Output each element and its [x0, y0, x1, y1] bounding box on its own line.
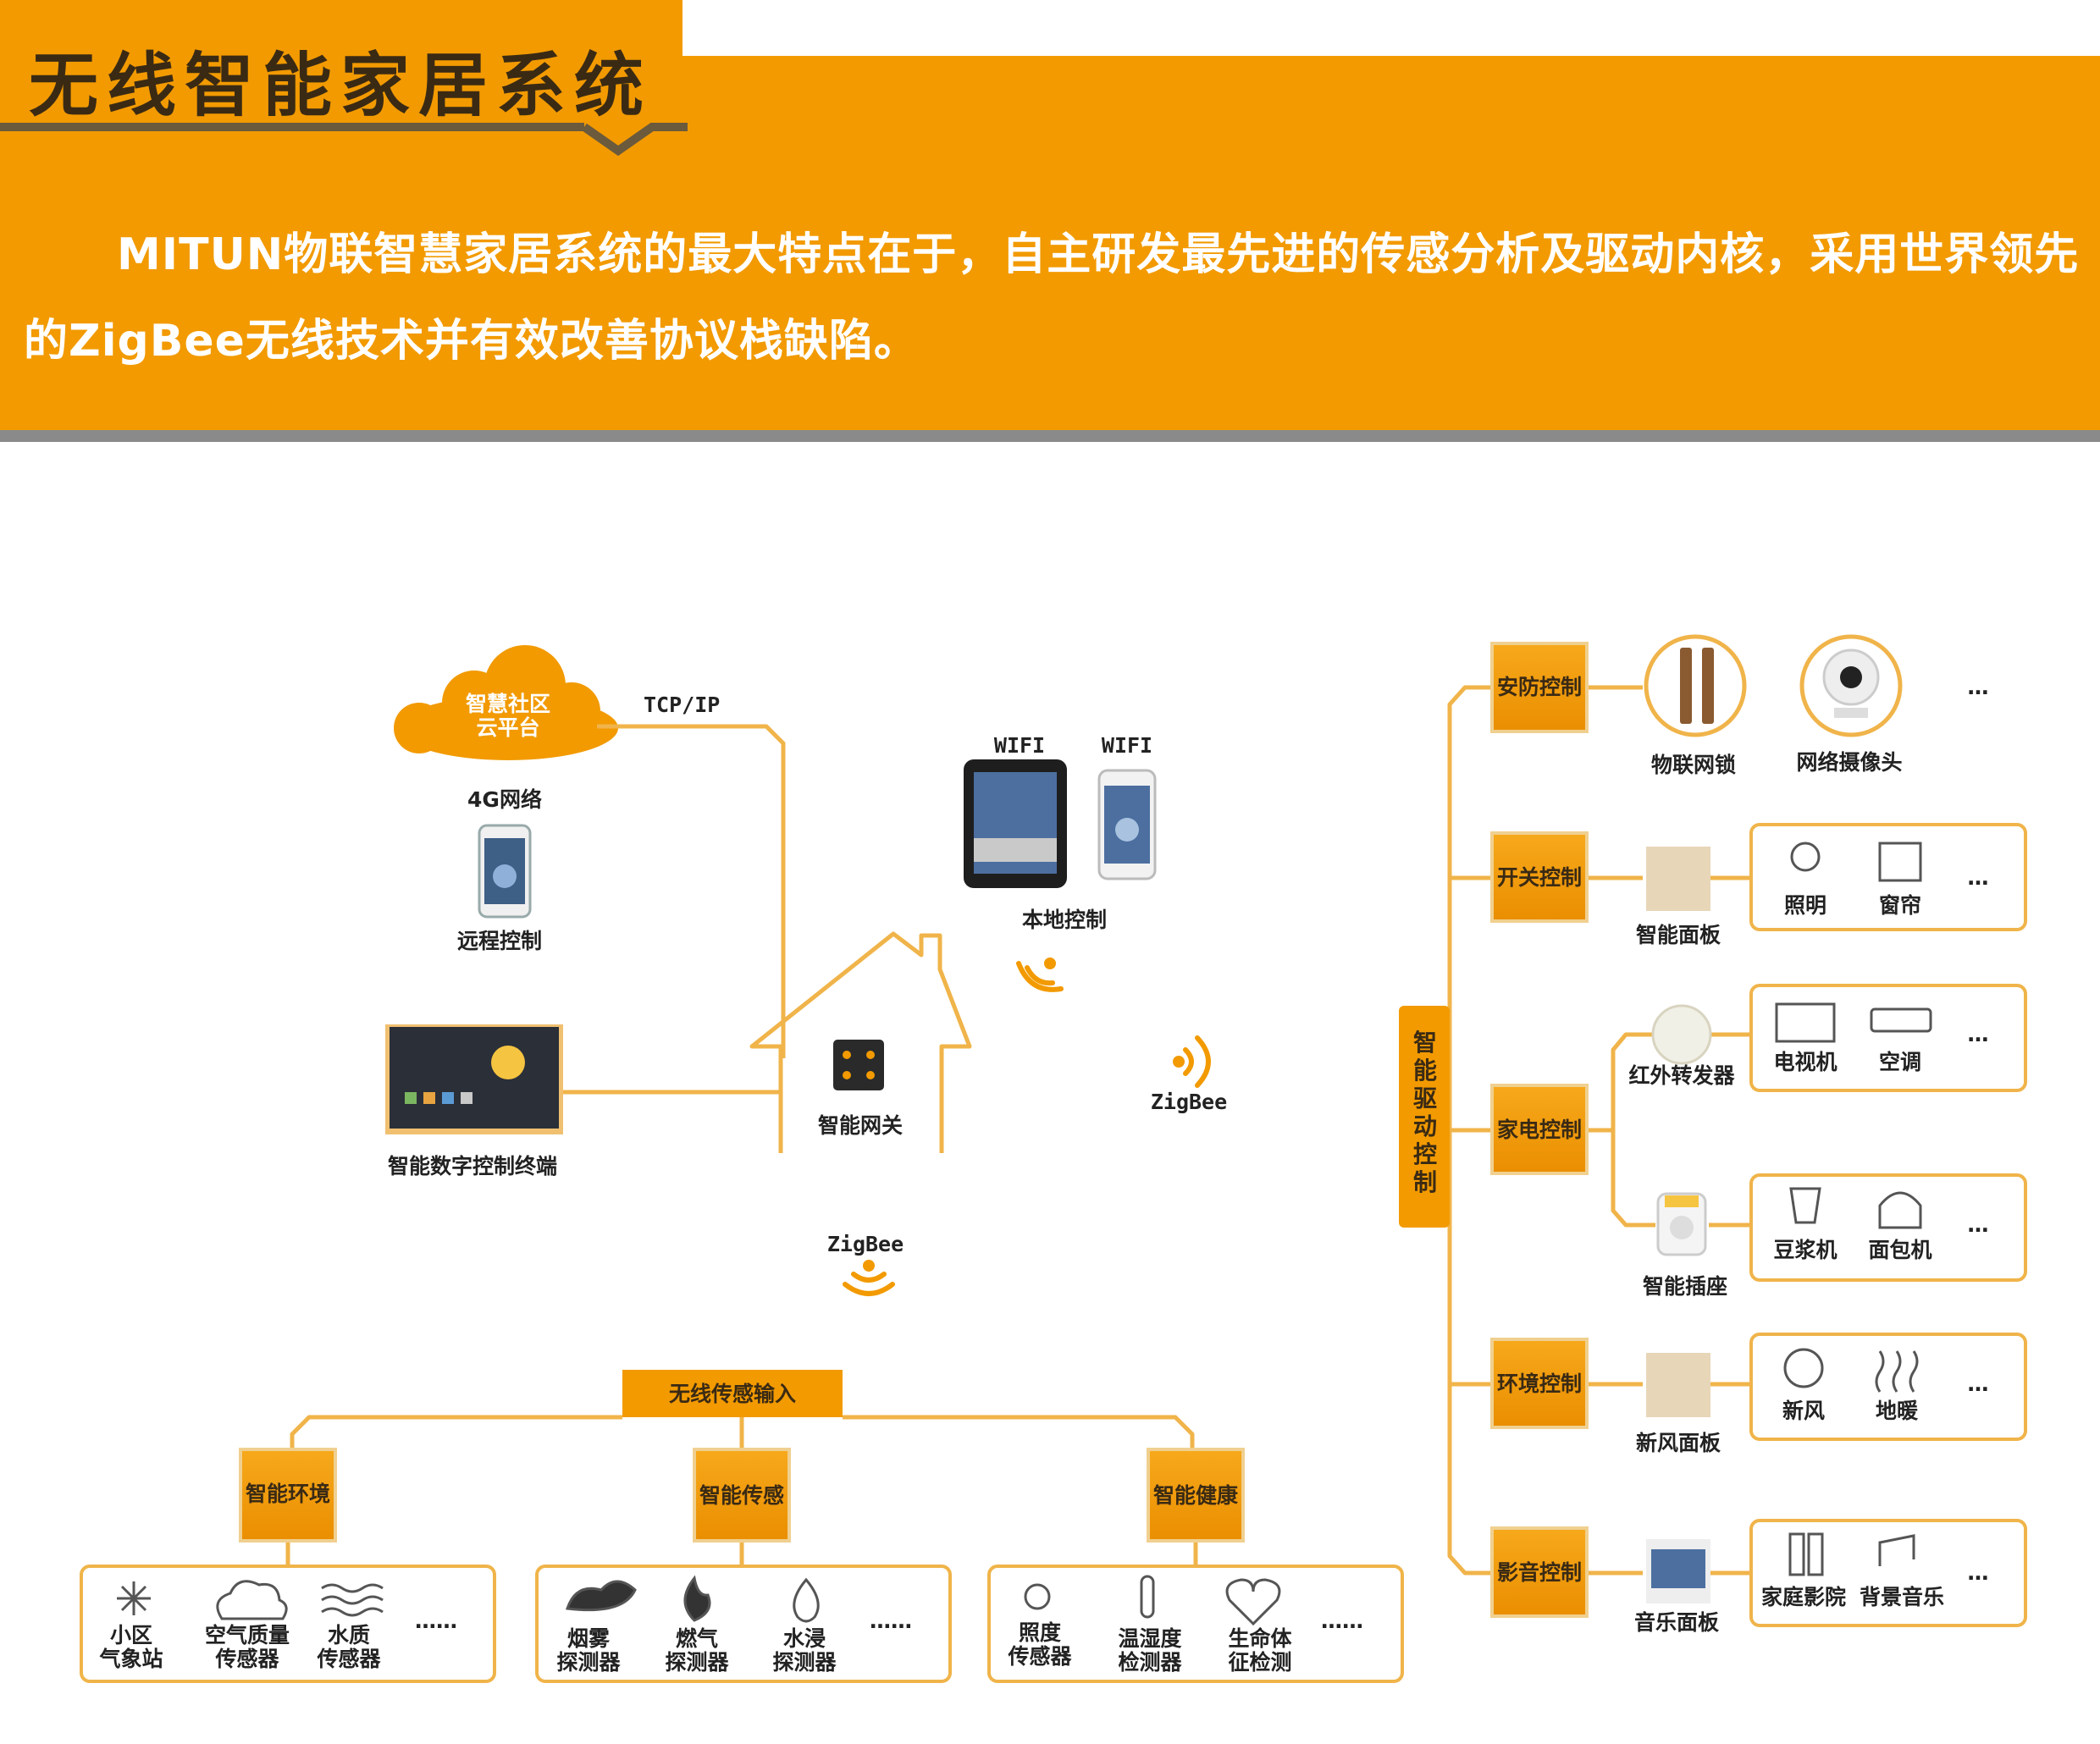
4g-network-label: 4G网络	[467, 787, 542, 812]
group-title-health: 智能健康	[1152, 1483, 1239, 1508]
heart-icon	[1225, 1578, 1281, 1626]
house-icon	[749, 931, 972, 1153]
camera-icon	[1799, 634, 1903, 737]
intro-text: MITUN物联智慧家居系统的最大特点在于，自主研发最先进的传感分析及驱动内核，采…	[24, 229, 2080, 367]
control-appliance: 家电控制	[1496, 1118, 1583, 1142]
zigbee-label-2: ZigBee	[826, 1232, 904, 1256]
header-banner	[0, 0, 2100, 442]
system-diagram	[80, 634, 2027, 1683]
sun-icon	[1024, 1583, 1051, 1610]
group-title-sense: 智能传感	[699, 1483, 785, 1508]
water-icon	[321, 1583, 384, 1617]
appliance-more-2: …	[1967, 1212, 1989, 1237]
security-more: …	[1967, 675, 1989, 699]
av-more: …	[1967, 1560, 1989, 1585]
health-item-3: 生命体 征检测	[1228, 1626, 1292, 1675]
environment-more: …	[1967, 1371, 1989, 1396]
thermometer-icon	[1140, 1575, 1155, 1619]
water-drop-icon	[793, 1577, 820, 1623]
music-note-icon	[1878, 1534, 1915, 1566]
camera-label: 网络摄像头	[1796, 750, 1903, 775]
control-switch: 开关控制	[1496, 865, 1583, 890]
gateway-label: 智能网关	[817, 1113, 904, 1138]
health-item-1: 照度 传感器	[1008, 1620, 1072, 1669]
ac-label: 空调	[1878, 1050, 1922, 1074]
cloud-icon	[394, 645, 618, 760]
speaker-icon	[1788, 1532, 1805, 1576]
wifi-label-1: WIFI	[993, 733, 1046, 758]
control-environment: 环境控制	[1496, 1371, 1583, 1396]
cloud-platform-label: 智慧社区 云平台	[465, 692, 551, 740]
music-panel-icon	[1646, 1539, 1710, 1603]
background-music-label: 背景音乐	[1859, 1585, 1945, 1609]
lighting-label: 照明	[1783, 893, 1827, 918]
pm25-cloud-icon	[216, 1580, 288, 1620]
tcp-ip-label: TCP/IP	[644, 693, 721, 717]
fresh-air-label: 新风	[1782, 1399, 1826, 1423]
ir-repeater-label: 红外转发器	[1628, 1063, 1735, 1088]
blender-icon	[1789, 1187, 1821, 1224]
health-item-2: 温湿度 检测器	[1118, 1626, 1182, 1675]
gateway-icon	[833, 1040, 884, 1090]
remote-control-label: 远程控制	[456, 929, 543, 953]
phone-icon	[478, 824, 532, 919]
env-item-2: 空气质量 传感器	[204, 1623, 290, 1671]
soymilk-label: 豆浆机	[1773, 1238, 1838, 1262]
drive-control-label: 智能驱动控制	[1412, 1029, 1437, 1196]
curtain-label: 窗帘	[1878, 893, 1922, 918]
smoke-icon	[565, 1580, 637, 1612]
smart-lock-icon	[1644, 634, 1747, 737]
smart-lock-label: 物联网锁	[1650, 753, 1737, 777]
appliance-more-1: …	[1967, 1022, 1989, 1046]
music-panel-label: 音乐面板	[1633, 1610, 1720, 1635]
smart-panel-icon	[1646, 847, 1710, 911]
page-title: 无线智能家居系统	[29, 45, 653, 126]
smart-panel-label: 智能面板	[1635, 923, 1721, 947]
switch-more: …	[1967, 865, 1989, 890]
sense-item-3: 水浸 探测器	[772, 1626, 837, 1675]
tcp-link	[597, 724, 786, 1058]
bread-maker-label: 面包机	[1868, 1238, 1932, 1262]
sensor-input-label: 无线传感输入	[668, 1382, 797, 1406]
sense-item-2: 燃气 探测器	[665, 1626, 729, 1675]
group-title-env: 智能环境	[245, 1482, 331, 1506]
floor-heating-label: 地暖	[1875, 1399, 1919, 1423]
toaster-icon	[1878, 1191, 1922, 1229]
health-more: ……	[1321, 1609, 1363, 1633]
terminal-label: 智能数字控制终端	[387, 1154, 558, 1178]
flame-icon	[683, 1575, 711, 1622]
phone-local-icon	[1097, 769, 1157, 880]
local-control-label: 本地控制	[1021, 908, 1108, 932]
env-more: ……	[415, 1609, 457, 1633]
sense-item-1: 烟雾 探测器	[556, 1626, 621, 1675]
tablet-icon	[964, 759, 1067, 888]
fresh-air-panel-label: 新风面板	[1635, 1431, 1721, 1455]
env-item-3: 水质 传感器	[317, 1623, 381, 1671]
control-av: 影音控制	[1496, 1560, 1583, 1585]
control-security: 安防控制	[1496, 675, 1583, 699]
terminal-icon	[385, 1024, 563, 1134]
sense-more: ……	[870, 1609, 912, 1633]
ac-icon	[1870, 1007, 1932, 1033]
tv-label: 电视机	[1773, 1050, 1838, 1074]
fan-icon	[1783, 1348, 1824, 1388]
home-theater-label: 家庭影院	[1760, 1585, 1847, 1609]
smart-socket-label: 智能插座	[1642, 1274, 1728, 1299]
tv-icon	[1775, 1002, 1836, 1043]
signal-icon	[843, 958, 1211, 1296]
smart-socket-icon	[1656, 1192, 1707, 1256]
snowflake-icon	[117, 1581, 151, 1615]
zigbee-label-1: ZigBee	[1150, 1090, 1228, 1114]
wifi-label-2: WIFI	[1101, 733, 1153, 758]
heating-icon	[1875, 1350, 1919, 1393]
curtain-icon	[1878, 842, 1922, 882]
bulb-icon	[1790, 842, 1821, 872]
fresh-air-panel-icon	[1646, 1353, 1710, 1417]
ir-repeater-icon	[1651, 1004, 1712, 1065]
env-item-1: 小区 气象站	[99, 1623, 163, 1671]
